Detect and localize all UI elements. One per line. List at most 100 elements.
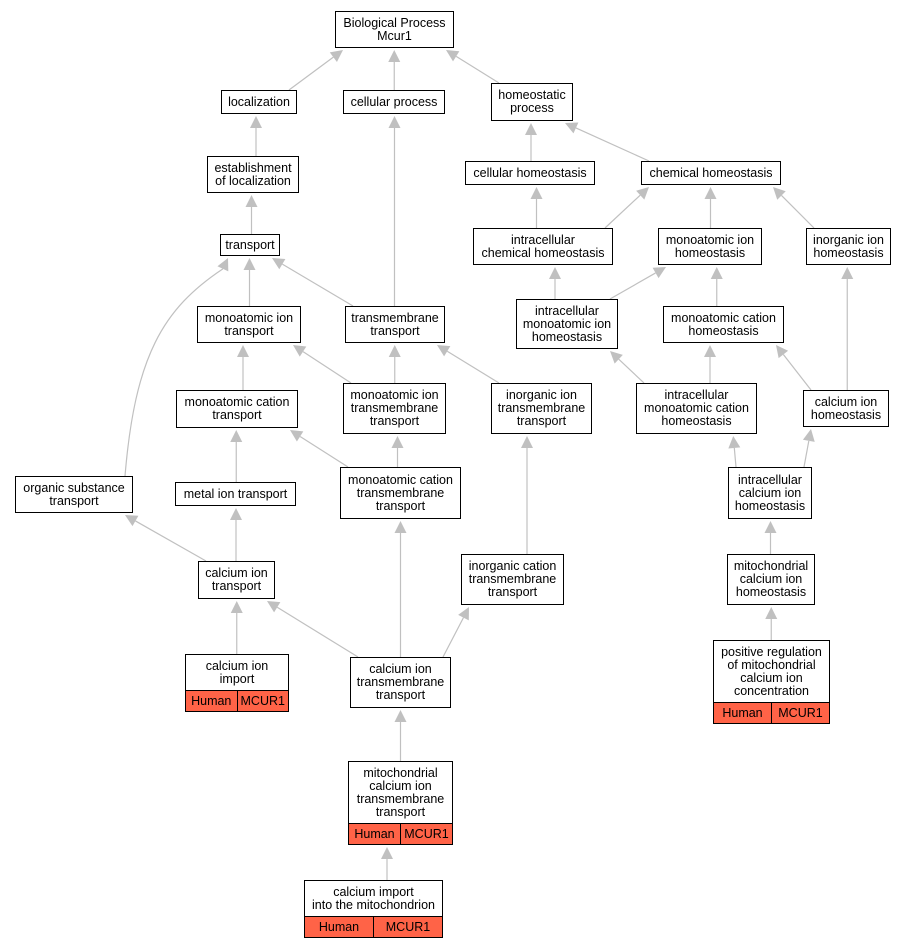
go-term-cellular-homeostasis[interactable]: cellular homeostasis — [465, 161, 595, 185]
go-term-inorganic-ion-homeo[interactable]: inorganic ion homeostasis — [806, 228, 891, 265]
go-term-homeostatic-process[interactable]: homeostatic process — [491, 83, 573, 121]
annotation-tags: Human MCUR1 — [305, 916, 442, 937]
edge-line — [604, 194, 641, 229]
edge-line — [124, 268, 224, 477]
edge-arrowhead — [245, 195, 258, 207]
edge-arrowhead — [329, 50, 343, 62]
go-term-calcium-ion-tm-transport[interactable]: calcium ion transmembrane transport — [350, 657, 451, 708]
edge-line — [455, 55, 500, 84]
edge-line — [135, 520, 207, 562]
go-term-label: mitochondrial calcium ion transmembrane … — [356, 765, 445, 819]
edge-arrowhead — [217, 258, 229, 272]
species-tag[interactable]: Human — [318, 919, 360, 934]
edge-line — [288, 56, 334, 91]
go-term-localization[interactable]: localization — [221, 90, 297, 114]
edge-arrowhead — [230, 508, 242, 520]
edge-arrowhead — [272, 258, 286, 270]
edge-arrowhead — [652, 267, 666, 279]
gene-tag[interactable]: MCUR1 — [771, 703, 829, 723]
edge-line — [282, 263, 354, 307]
edge-arrowhead — [610, 351, 623, 364]
edge-arrowhead — [521, 436, 533, 448]
edge-arrowhead — [773, 187, 786, 200]
edge-arrowhead — [388, 50, 401, 62]
edge-arrowhead — [841, 267, 854, 279]
edge-line — [302, 351, 352, 384]
go-term-pos-reg-mito-calcium[interactable]: positive regulation of mitochondrial cal… — [713, 640, 830, 724]
edge-arrowhead — [565, 122, 579, 134]
edge-arrowhead — [530, 187, 543, 199]
edge-line — [618, 358, 645, 384]
species-tag[interactable]: Human — [191, 693, 232, 708]
go-term-monoatomic-ion-transport[interactable]: monoatomic ion transport — [197, 306, 301, 343]
go-term-organic-substance-transport[interactable]: organic substance transport — [15, 476, 133, 513]
go-term-monoatomic-cation-tm-transport[interactable]: monoatomic cation transmembrane transpor… — [340, 467, 461, 519]
gene-tag[interactable]: MCUR1 — [400, 824, 452, 844]
species-tag[interactable]: Human — [354, 826, 395, 841]
gene-tag[interactable]: MCUR1 — [373, 917, 442, 937]
go-term-monoatomic-cation-transport[interactable]: monoatomic cation transport — [176, 390, 298, 428]
go-term-calcium-ion-transport[interactable]: calcium ion transport — [198, 561, 275, 599]
edge-arrowhead — [381, 847, 393, 859]
edge-line — [575, 127, 650, 162]
edge-arrowhead — [776, 345, 789, 359]
go-term-intracellular-monoatomic-cation-homeo[interactable]: intracellular monoatomic cation homeosta… — [636, 383, 757, 434]
edge-arrowhead — [293, 345, 307, 357]
edge-arrowhead — [391, 436, 404, 448]
go-term-mito-calcium-ion-homeo[interactable]: mitochondrial calcium ion homeostasis — [727, 554, 815, 605]
annotation-tags: Human MCUR1 — [349, 823, 452, 844]
go-term-chemical-homeostasis[interactable]: chemical homeostasis — [641, 161, 781, 185]
go-term-inorganic-ion-tm-transport[interactable]: inorganic ion transmembrane transport — [491, 383, 592, 434]
go-term-transmembrane-transport[interactable]: transmembrane transport — [345, 306, 445, 343]
go-term-establishment-loc[interactable]: establishment of localization — [207, 156, 299, 193]
edge-arrowhead — [802, 429, 815, 442]
edge-arrowhead — [388, 116, 401, 128]
go-term-transport[interactable]: transport — [220, 234, 280, 256]
annotation-tags: Human MCUR1 — [186, 690, 288, 711]
edge-arrowhead — [525, 123, 537, 135]
go-term-monoatomic-ion-homeo[interactable]: monoatomic ion homeostasis — [658, 228, 762, 265]
go-term-intracellular-calcium-ion-homeo[interactable]: intracellular calcium ion homeostasis — [728, 467, 812, 519]
edge-arrowhead — [388, 345, 401, 357]
gene-tag[interactable]: MCUR1 — [236, 691, 289, 711]
edge-arrowhead — [125, 515, 139, 527]
edge-arrowhead — [267, 601, 281, 613]
edge-arrowhead — [437, 345, 451, 357]
go-term-intracellular-chem-homeo[interactable]: intracellular chemical homeostasis — [473, 228, 613, 265]
edge-line — [782, 354, 812, 391]
edge-arrowhead — [446, 50, 460, 62]
edge-arrowhead — [237, 345, 249, 357]
go-term-root[interactable]: Biological Process Mcur1 — [335, 11, 454, 48]
edge-arrowhead — [710, 267, 723, 279]
edge-arrowhead — [728, 436, 741, 449]
edge-arrowhead — [764, 521, 777, 533]
go-term-label: calcium ion import — [205, 658, 269, 686]
edge-arrowhead — [394, 710, 407, 722]
edge-arrowhead — [636, 187, 649, 200]
edge-line — [442, 617, 464, 658]
go-term-mito-calcium-ion-tm-transport[interactable]: mitochondrial calcium ion transmembrane … — [348, 761, 453, 845]
edge-arrowhead — [704, 345, 716, 357]
edge-arrowhead — [243, 258, 256, 270]
edge-line — [781, 195, 815, 229]
edge-arrowhead — [230, 430, 243, 442]
go-term-intracellular-monoatomic-ion-homeo[interactable]: intracellular monoatomic ion homeostasis — [516, 299, 618, 349]
go-term-monoatomic-cation-homeo[interactable]: monoatomic cation homeostasis — [663, 306, 784, 343]
edge-line — [609, 272, 656, 300]
go-term-metal-ion-transport[interactable]: metal ion transport — [175, 482, 296, 506]
go-term-label: positive regulation of mitochondrial cal… — [721, 644, 822, 698]
edge-line — [276, 606, 359, 658]
go-term-monoatomic-ion-tm-transport[interactable]: monoatomic ion transmembrane transport — [343, 383, 446, 434]
go-term-cellular-process[interactable]: cellular process — [343, 90, 445, 114]
edge-arrowhead — [704, 187, 717, 199]
go-term-calcium-ion-homeo[interactable]: calcium ion homeostasis — [803, 390, 889, 427]
species-tag[interactable]: Human — [722, 705, 763, 720]
edge-arrowhead — [549, 267, 561, 279]
edge-arrowhead — [458, 607, 469, 621]
go-term-inorganic-cation-tm-transport[interactable]: inorganic cation transmembrane transport — [461, 554, 564, 605]
edge-arrowhead — [290, 430, 304, 442]
